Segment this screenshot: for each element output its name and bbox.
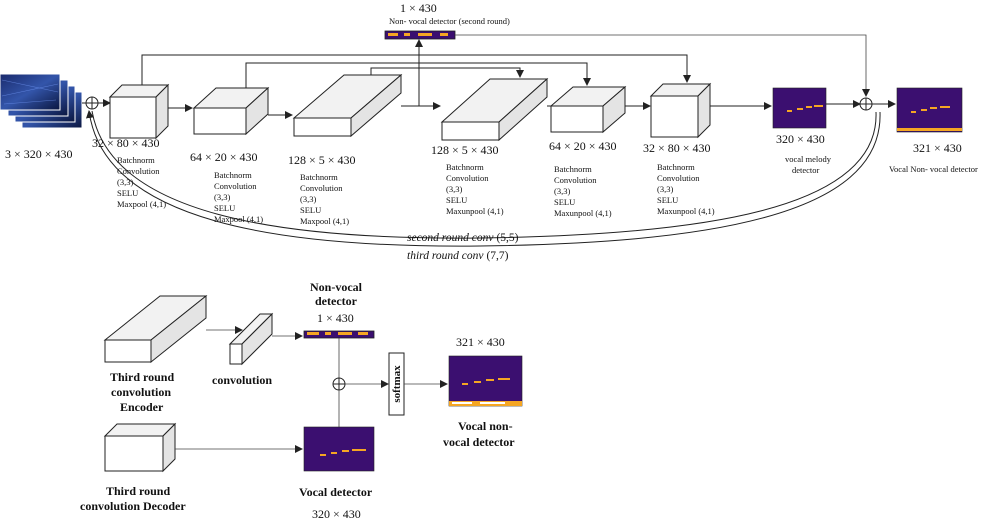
encoder-label-2: convolution (111, 385, 171, 399)
skip-connection-1 (141, 54, 691, 85)
skip-connection-3 (370, 67, 524, 78)
bottom-nonvocal-dim: 1 × 430 (317, 311, 354, 325)
op-label: SELU (657, 195, 678, 205)
decoder-label-1: Third round (106, 484, 170, 498)
op-label: Maxunpool (4,1) (657, 206, 715, 216)
op-label: (3,3) (300, 194, 316, 204)
op-label: Batchnorm (446, 162, 484, 172)
op-label: Convolution (214, 181, 257, 191)
dec1-ops: Batchnorm Convolution (3,3) SELU Maxunpo… (446, 162, 504, 216)
vocal-detector-heatmap (303, 426, 375, 472)
encoder-block-3 (292, 73, 403, 138)
op-label: SELU (214, 203, 235, 213)
bottom-nonvocal-strip (303, 330, 375, 339)
dec2-ops: Batchnorm Convolution (3,3) SELU Maxunpo… (554, 164, 612, 218)
input-dim-label: 3 × 320 × 430 (5, 147, 73, 161)
op-label: Maxpool (4,1) (117, 199, 166, 209)
bottom-encoder-block (103, 294, 208, 364)
encoder-label-3: Encoder (120, 400, 164, 414)
vocal-detector-dim: 320 × 430 (312, 507, 361, 521)
feedback-loop-second (91, 110, 877, 239)
dec3-dim-label: 32 × 80 × 430 (643, 141, 711, 155)
bottom-add-node (332, 377, 346, 391)
melody-dim-label: 320 × 430 (776, 132, 825, 146)
melody-label-1: vocal melody (785, 154, 832, 164)
encoder-block-1 (108, 83, 170, 140)
nonvocal-label: Non- vocal detector (second round) (389, 16, 510, 26)
enc3-dim-label: 128 × 5 × 430 (288, 153, 356, 167)
nonvocal-strip (384, 30, 456, 40)
dec3-ops: Batchnorm Convolution (3,3) SELU Maxunpo… (657, 162, 715, 216)
op-label: Convolution (446, 173, 489, 183)
op-label: Convolution (117, 166, 160, 176)
input-spectrogram-stack (0, 73, 83, 129)
second-round-label: second round conv(5,5) (407, 232, 519, 244)
skip-connection-2 (245, 62, 591, 88)
bottom-output-label-1: Vocal non- (458, 419, 513, 433)
op-label: Batchnorm (117, 155, 155, 165)
decoder-block-2 (549, 85, 627, 134)
op-label: Batchnorm (300, 172, 338, 182)
bottom-conv-block (228, 312, 274, 366)
output-heatmap (896, 87, 963, 133)
bottom-output-heatmap (448, 355, 523, 407)
op-label: (3,3) (214, 192, 230, 202)
melody-label-2: detector (792, 165, 820, 175)
op-label: Maxpool (4,1) (300, 216, 349, 226)
encoder-block-2 (192, 86, 270, 136)
op-label: SELU (117, 188, 138, 198)
encoder-label-1: Third round (110, 370, 174, 384)
bottom-output-dim: 321 × 430 (456, 335, 505, 349)
decoder-block-3 (649, 82, 712, 139)
dec1-dim-label: 128 × 5 × 430 (431, 143, 499, 157)
enc1-dim-label: 32 × 80 × 430 (92, 136, 160, 150)
enc2-dim-label: 64 × 20 × 430 (190, 150, 258, 164)
op-label: Batchnorm (657, 162, 695, 172)
bottom-nonvocal-title-2: detector (315, 294, 358, 308)
op-label: (3,3) (117, 177, 133, 187)
add-node-input (85, 96, 99, 110)
convolution-label: convolution (212, 373, 272, 387)
op-label: Convolution (657, 173, 700, 183)
softmax-label: softmax (391, 365, 403, 403)
enc3-ops: Batchnorm Convolution (3,3) SELU Maxpool… (300, 172, 349, 226)
enc2-ops: Batchnorm Convolution (3,3) SELU Maxpool… (214, 170, 263, 224)
op-label: SELU (554, 197, 575, 207)
bottom-output-label-2: vocal detector (443, 435, 515, 449)
add-node-output (859, 97, 873, 111)
decoder-label-2: convolution Decoder (80, 499, 186, 513)
op-label: Maxunpool (4,1) (446, 206, 504, 216)
enc1-ops: Batchnorm Convolution (3,3) SELU Maxpool… (117, 155, 166, 209)
op-label: Convolution (300, 183, 343, 193)
op-label: (3,3) (554, 186, 570, 196)
vocal-detector-label: Vocal detector (299, 485, 373, 499)
op-label: Batchnorm (214, 170, 252, 180)
output-dim-label: 321 × 430 (913, 141, 962, 155)
op-label: (3,3) (657, 184, 673, 194)
vocal-melody-heatmap (772, 87, 827, 129)
feedback-loop-third (85, 110, 881, 247)
op-label: Convolution (554, 175, 597, 185)
op-label: SELU (300, 205, 321, 215)
nonvocal-dim-label: 1 × 430 (400, 1, 437, 15)
op-label: (3,3) (446, 184, 462, 194)
op-label: SELU (446, 195, 467, 205)
op-label: Maxunpool (4,1) (554, 208, 612, 218)
third-round-label: third round conv(7,7) (407, 250, 509, 262)
op-label: Batchnorm (554, 164, 592, 174)
bottom-decoder-block (103, 422, 177, 473)
decoder-block-1 (440, 77, 549, 142)
arrow-nonvocal-to-add (455, 34, 870, 97)
bottom-nonvocal-title-1: Non-vocal (310, 280, 363, 294)
output-label: Vocal Non- vocal detector (889, 164, 978, 174)
dec2-dim-label: 64 × 20 × 430 (549, 139, 617, 153)
